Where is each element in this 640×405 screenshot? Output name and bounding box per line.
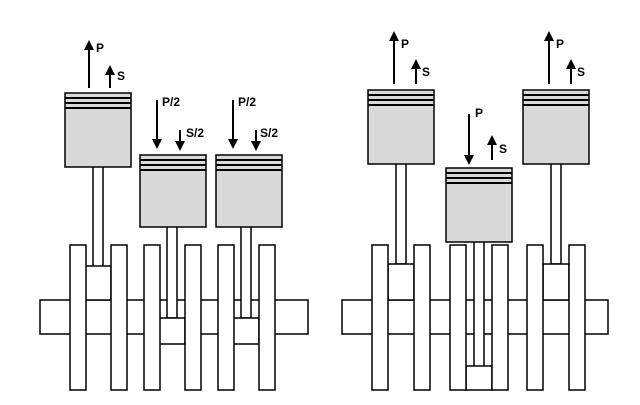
crank-web [568,244,586,391]
connecting-rod [240,225,252,319]
crank-pin [387,263,415,301]
left-small-piston-2-force-label: P/2 [238,95,256,109]
left-crank-webs [69,244,276,391]
right-crank-webs [371,244,586,391]
crank-pin [542,263,570,301]
right-piston-right [522,89,590,165]
crank-web [413,244,431,391]
crank-web [449,244,467,391]
crank-web [110,244,128,391]
right-piston-left-stroke-label: S [422,65,430,79]
connecting-rod [92,164,104,268]
crank-web [217,244,235,391]
left-big-piston [64,92,132,168]
crank-web [184,244,202,391]
crank-web [491,244,509,391]
right-piston-right-force-label: P [556,37,564,51]
crank-web [526,244,544,391]
right-piston-middle-force-label: P [475,106,483,120]
connecting-rod [473,239,485,371]
left-small-piston-2-stroke-label: S/2 [260,126,278,140]
crank-pin [465,365,493,391]
crank-pin [158,317,186,345]
crank-pin [232,317,260,345]
left-small-piston-1 [139,154,207,228]
left-force-arrows [84,40,261,151]
left-big-piston-stroke-label: S [117,69,125,83]
left-engine-diagram: P S P/2 S/2 P/2 S/2 [39,40,309,391]
right-piston-middle [445,167,513,243]
crank-pin [84,265,112,301]
right-piston-right-stroke-label: S [577,65,585,79]
crank-web [143,244,161,391]
crank-web [69,244,87,391]
crank-web [258,244,276,391]
left-small-piston-2 [215,154,283,228]
connecting-rod [395,161,407,265]
right-force-arrows [389,31,576,165]
connecting-rod [166,225,178,319]
connecting-rod [550,161,562,265]
crank-web [371,244,389,391]
left-small-piston-1-force-label: P/2 [162,95,180,109]
right-piston-middle-stroke-label: S [499,142,507,156]
right-engine-diagram: P S P S P S [341,31,609,391]
right-piston-left [367,89,435,165]
right-piston-left-force-label: P [401,37,409,51]
left-big-piston-force-label: P [96,41,104,55]
left-small-piston-1-stroke-label: S/2 [186,126,204,140]
